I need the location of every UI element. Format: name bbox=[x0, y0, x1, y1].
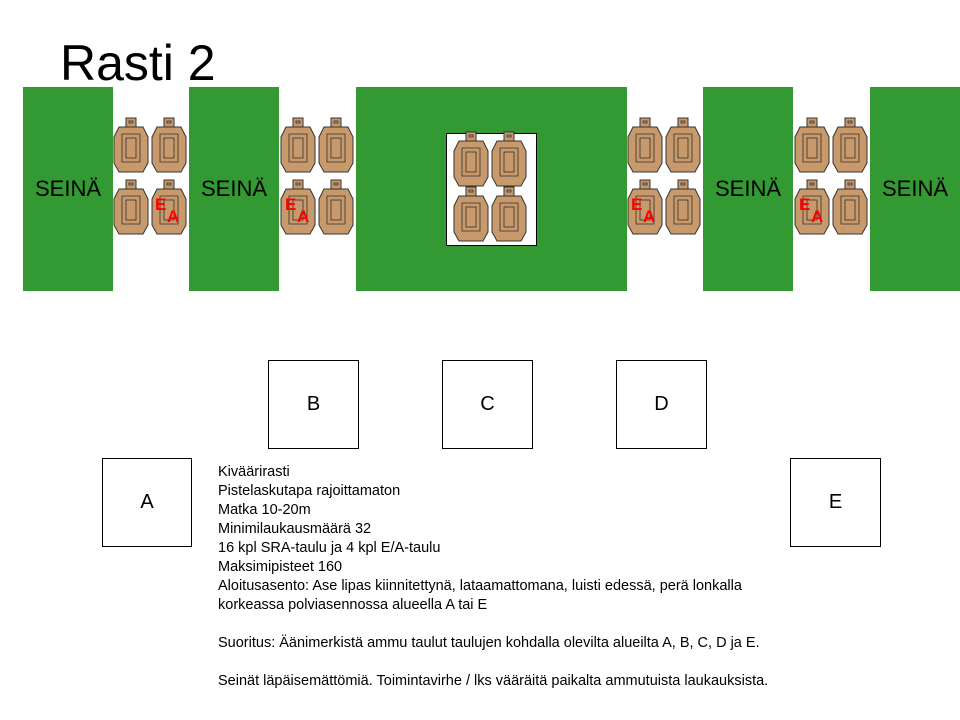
target-10 bbox=[491, 131, 527, 187]
target-18 bbox=[832, 117, 868, 173]
target-5 bbox=[280, 117, 316, 173]
info-line: Pistelaskutapa rajoittamaton bbox=[218, 483, 401, 499]
target-7 bbox=[280, 179, 316, 235]
info-line bbox=[218, 653, 938, 672]
target-4 bbox=[151, 179, 187, 235]
target-13 bbox=[627, 117, 663, 173]
wall-label-3: SEINÄ bbox=[714, 176, 782, 201]
area-a: A bbox=[102, 458, 192, 547]
target-16 bbox=[665, 179, 701, 235]
area-c: C bbox=[442, 360, 533, 449]
wall-2 bbox=[189, 87, 279, 291]
target-19 bbox=[794, 179, 830, 235]
info-line: Kivääri­rasti bbox=[218, 464, 290, 480]
target-17 bbox=[794, 117, 830, 173]
target-8 bbox=[318, 179, 354, 235]
target-1 bbox=[113, 117, 149, 173]
wall-4 bbox=[870, 87, 960, 291]
target-2 bbox=[151, 117, 187, 173]
area-e: E bbox=[790, 458, 881, 547]
info-line: 16 kpl SRA-taulu ja 4 kpl E/A-taulu bbox=[218, 540, 441, 556]
info-line: Maksimipisteet 160 bbox=[218, 559, 343, 575]
wall-1 bbox=[23, 87, 113, 291]
target-11 bbox=[453, 186, 489, 242]
target-14 bbox=[665, 117, 701, 173]
stage-description: Kivääri­rasti Pistelaskutapa rajoittamat… bbox=[218, 463, 938, 691]
wall-3 bbox=[703, 87, 793, 291]
wall-label-4: SEINÄ bbox=[881, 176, 949, 201]
target-12 bbox=[491, 186, 527, 242]
target-20 bbox=[832, 179, 868, 235]
info-line: Aloitusasento: Ase lipas kiinnitettynä, … bbox=[218, 578, 742, 594]
info-line: Minimilaukausmäärä 32 bbox=[218, 521, 372, 537]
wall-label-1: SEINÄ bbox=[34, 176, 102, 201]
info-line: Matka 10-20m bbox=[218, 502, 311, 518]
area-b: B bbox=[268, 360, 359, 449]
info-line: Seinät läpäisemättömiä. Toimintavirhe / … bbox=[218, 673, 769, 689]
area-d: D bbox=[616, 360, 707, 449]
info-line: Suoritus: Äänimerkistä ammu taulut taulu… bbox=[218, 635, 760, 651]
info-line: korkeassa polviasennossa alueella A tai … bbox=[218, 597, 488, 613]
target-3 bbox=[113, 179, 149, 235]
page-title: Rasti 2 bbox=[60, 35, 216, 91]
target-15 bbox=[627, 179, 663, 235]
target-9 bbox=[453, 131, 489, 187]
wall-label-2: SEINÄ bbox=[200, 176, 268, 201]
info-line bbox=[218, 615, 938, 634]
target-6 bbox=[318, 117, 354, 173]
